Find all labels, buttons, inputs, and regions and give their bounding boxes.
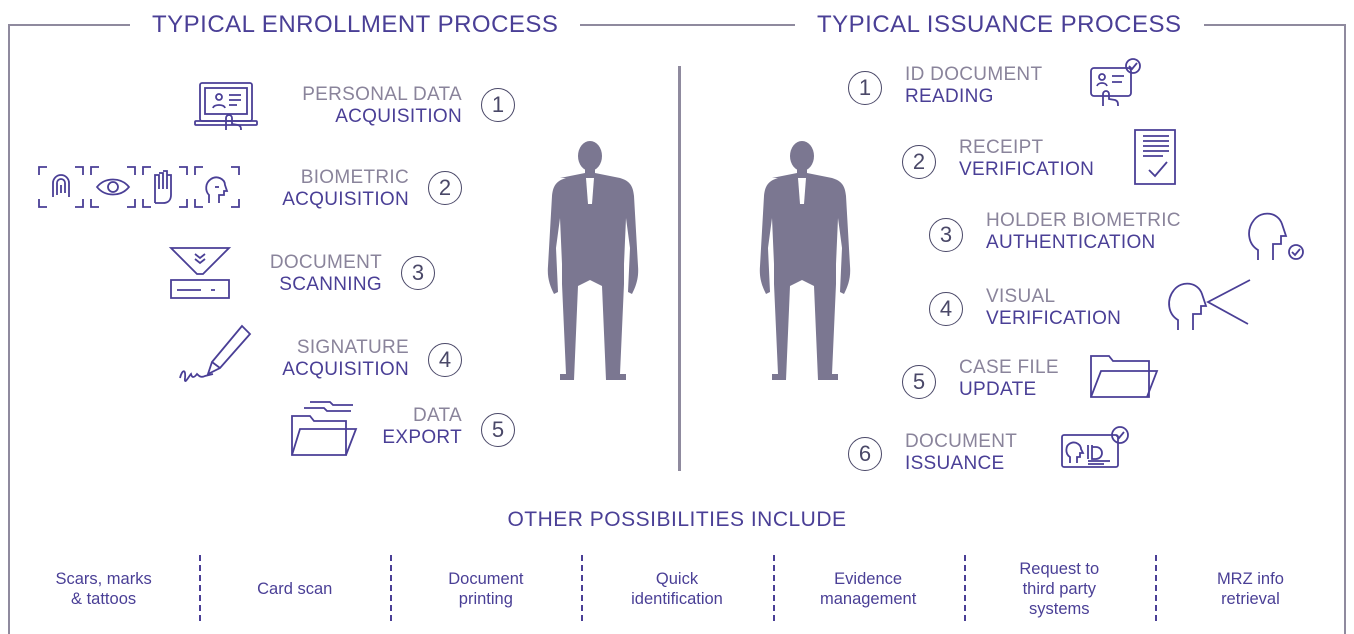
issuance-step-1-number: 1	[848, 71, 882, 105]
issuance-step-6-number: 6	[848, 437, 882, 471]
diagram-frame	[8, 24, 1346, 634]
face-check-icon	[1242, 202, 1308, 264]
folder-icon	[1087, 350, 1159, 402]
tablet-hand-icon	[192, 80, 260, 132]
person-figure-enrollment	[540, 136, 640, 401]
pen-signature-icon	[176, 322, 254, 392]
enrollment-step-5-number: 5	[481, 413, 515, 447]
enrollment-title: TYPICAL ENROLLMENT PROCESS	[130, 8, 581, 42]
other-item-card-scan: Card scan	[199, 553, 390, 625]
issuance-step-4-number: 4	[929, 292, 963, 326]
folder-stack-icon	[288, 398, 358, 460]
issuance-step-5-number: 5	[902, 365, 936, 399]
receipt-check-icon	[1131, 126, 1179, 190]
enrollment-step-1-number: 1	[481, 88, 515, 122]
id-card-check-icon	[1058, 423, 1134, 473]
enrollment-step-3-number: 3	[401, 256, 435, 290]
person-figure-issuance	[752, 136, 852, 401]
issuance-title: TYPICAL ISSUANCE PROCESS	[795, 8, 1204, 42]
issuance-step-3-number: 3	[929, 218, 963, 252]
biometric-icons	[37, 163, 243, 211]
scanner-icon	[167, 244, 233, 302]
other-possibilities-title: OTHER POSSIBILITIES INCLUDE	[507, 508, 847, 531]
issuance-step-2-number: 2	[902, 145, 936, 179]
section-divider	[678, 66, 681, 471]
enrollment-step-2-number: 2	[428, 171, 462, 205]
other-possibilities-row: Scars, marks& tattoos Card scan Document…	[8, 553, 1346, 625]
face-view-icon	[1164, 272, 1254, 334]
enrollment-step-4-number: 4	[428, 343, 462, 377]
other-item-scars: Scars, marks& tattoos	[55, 570, 152, 608]
id-reading-icon	[1087, 56, 1145, 108]
